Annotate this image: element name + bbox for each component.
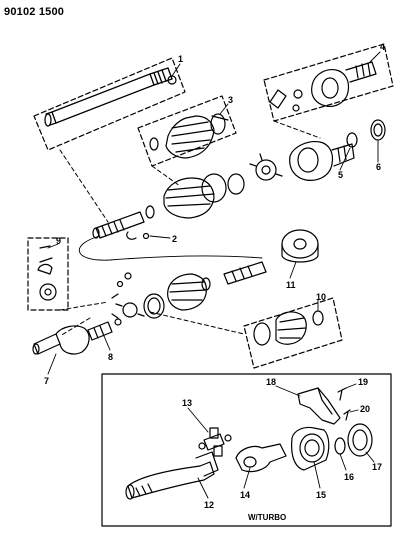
- callout-18: 18: [266, 377, 276, 387]
- dashed-connectors: [59, 120, 321, 337]
- outer-cv-boot: [163, 173, 245, 219]
- group-box-10: [243, 297, 343, 369]
- seal-6: [370, 119, 386, 141]
- clip-2: [126, 231, 150, 240]
- bolt-20: [343, 409, 351, 421]
- inner-joint-kit-4: [269, 61, 377, 112]
- seal-16: [334, 437, 346, 455]
- callout-15: 15: [316, 490, 326, 500]
- callout-4: 4: [380, 42, 385, 52]
- callout-17: 17: [372, 462, 382, 472]
- splines-8: [87, 318, 122, 341]
- group-box-4: [263, 43, 394, 122]
- callout-2: 2: [172, 234, 177, 244]
- callout-5: 5: [338, 170, 343, 180]
- callout-20: 20: [360, 404, 370, 414]
- group-box-9: [27, 237, 69, 311]
- diagram-code: 90102 1500: [4, 6, 65, 18]
- tether-line: [79, 235, 263, 261]
- boot-kit-3: [149, 113, 229, 159]
- callout-9: 9: [56, 236, 61, 246]
- callout-10: 10: [316, 292, 326, 302]
- inner-stub-7: [32, 325, 90, 355]
- bearing-housing-15: [291, 426, 330, 471]
- inset-caption: W/TURBO: [248, 513, 286, 522]
- bearing-17: [347, 423, 373, 457]
- bolt-19: [337, 387, 347, 401]
- group-box-1: [33, 57, 186, 151]
- callout-13: 13: [182, 398, 192, 408]
- leader-lines: [47, 51, 381, 499]
- callout-14: 14: [240, 490, 250, 500]
- intermediate-shaft: [92, 205, 155, 239]
- inset-box-turbo: [101, 373, 392, 527]
- kit-10-parts: [253, 310, 324, 346]
- dust-seal-5: [346, 132, 358, 148]
- turbo-shaft-12: [125, 451, 219, 500]
- half-shaft: [44, 67, 173, 127]
- callout-11: 11: [286, 280, 296, 290]
- callout-3: 3: [228, 95, 233, 105]
- lower-shaft: [201, 261, 267, 291]
- callout-1: 1: [178, 54, 183, 64]
- yoke-14: [235, 443, 287, 473]
- lower-boot: [143, 273, 207, 319]
- callout-6: 6: [376, 162, 381, 172]
- damper-weight-11: [281, 229, 319, 263]
- callout-8: 8: [108, 352, 113, 362]
- group-box-3: [137, 95, 237, 167]
- callout-16: 16: [344, 472, 354, 482]
- tripod-spider: [249, 153, 283, 181]
- callout-19: 19: [358, 377, 368, 387]
- callout-12: 12: [204, 500, 214, 510]
- cross-u-joint-13: [198, 427, 232, 457]
- bracket-18: [297, 387, 341, 425]
- callout-7: 7: [44, 376, 49, 386]
- kit-9-parts: [37, 245, 57, 301]
- lower-spider: [111, 272, 145, 319]
